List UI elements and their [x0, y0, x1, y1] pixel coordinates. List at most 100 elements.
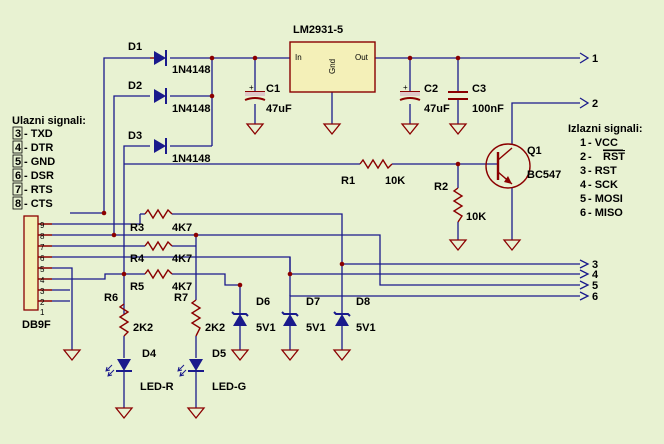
diode-d1: D1 1N4148 — [128, 41, 211, 76]
c3-value: 100nF — [472, 103, 504, 115]
d1-ref: D1 — [128, 41, 142, 53]
r7-value: 2K2 — [205, 322, 225, 334]
regulator-pin-in: In — [295, 53, 302, 62]
r4-value: 4K7 — [172, 253, 192, 265]
d7-ref: D7 — [306, 296, 320, 308]
input-label-dtr: - DTR — [24, 142, 53, 154]
d8-value: 5V1 — [356, 322, 376, 334]
resistor-r7: R7 2K2 — [174, 292, 225, 337]
diode-d2: D2 1N4148 — [128, 80, 211, 115]
resistor-r6: R6 2K2 — [104, 292, 153, 337]
zener-d7: D7 5V1 — [281, 296, 326, 334]
db9-pin-3: 3 — [40, 287, 45, 296]
resistor-r1: R1 10K — [341, 158, 405, 187]
d5-name: LED-G — [212, 381, 246, 393]
q1-part: BC547 — [527, 169, 561, 181]
connector-name: DB9F — [22, 319, 51, 331]
output-num-5: 5 — [580, 193, 586, 205]
input-num-6: 6 — [15, 170, 21, 182]
input-num-8: 8 — [15, 198, 21, 210]
output-num-2: 2 — [580, 151, 586, 163]
output-label-sck: - SCK — [588, 179, 618, 191]
output-num-1: 1 — [580, 137, 586, 149]
input-num-4: 4 — [15, 142, 22, 154]
output-label-miso: - MISO — [588, 207, 623, 219]
regulator-pin-gnd: Gnd — [328, 59, 337, 74]
outputs-title: Izlazni signali: — [568, 123, 643, 135]
zener-d8: D8 5V1 — [333, 296, 376, 334]
input-signals-legend: Ulazni signali: 3 - TXD 4 - DTR 5 - GND … — [12, 115, 86, 210]
r1-value: 10K — [385, 175, 405, 187]
r5-ref: R5 — [130, 281, 144, 293]
d7-value: 5V1 — [306, 322, 326, 334]
regulator-lm2931: LM2931-5 In Out Gnd — [289, 24, 376, 93]
d3-part: 1N4148 — [172, 153, 211, 165]
q1-ref: Q1 — [527, 145, 542, 157]
db9-pin-6: 6 — [40, 254, 45, 263]
d4-ref: D4 — [142, 348, 157, 360]
d6-value: 5V1 — [256, 322, 276, 334]
output-label-nrst: RST — [603, 151, 625, 163]
d2-part: 1N4148 — [172, 103, 211, 115]
d3-ref: D3 — [128, 130, 142, 142]
resistor-r3: R3 4K7 — [130, 208, 192, 234]
input-label-cts: - CTS — [24, 198, 53, 210]
regulator-pin-out: Out — [355, 53, 369, 62]
zener-d6: D6 5V1 — [231, 296, 276, 334]
input-label-gnd: - GND — [24, 156, 55, 168]
r3-value: 4K7 — [172, 222, 192, 234]
led-d4: D4 LED-R — [105, 348, 174, 393]
r5-value: 4K7 — [172, 281, 192, 293]
regulator-name: LM2931-5 — [293, 24, 343, 36]
d8-ref: D8 — [356, 296, 370, 308]
port-1: 1 — [592, 53, 598, 65]
r3-ref: R3 — [130, 222, 144, 234]
capacitor-c2: + C2 47uF — [399, 83, 450, 115]
c2-value: 47uF — [424, 103, 450, 115]
db9-pin-9: 9 — [40, 221, 45, 230]
port-5: 5 — [592, 280, 598, 292]
port-4: 4 — [592, 269, 599, 281]
output-label-mosi: - MOSI — [588, 193, 623, 205]
output-signals-legend: Izlazni signali: 1 - VCC 2 - RST 3 - RST… — [568, 123, 643, 219]
input-label-rts: - RTS — [24, 184, 53, 196]
resistor-r2: R2 10K — [434, 181, 486, 223]
db9-pin-8: 8 — [40, 232, 45, 241]
resistor-r5: R5 4K7 — [130, 268, 192, 293]
output-num-6: 6 — [580, 207, 586, 219]
input-num-5: 5 — [15, 156, 21, 168]
connector-db9f: 9 8 7 6 5 4 3 2 1 DB9F — [22, 215, 52, 331]
port-6: 6 — [592, 291, 598, 303]
r7-ref: R7 — [174, 292, 188, 304]
r6-ref: R6 — [104, 292, 118, 304]
d6-ref: D6 — [256, 296, 270, 308]
d1-part: 1N4148 — [172, 64, 211, 76]
input-num-7: 7 — [15, 184, 21, 196]
wires — [52, 57, 580, 408]
resistor-r4: R4 4K7 — [130, 240, 192, 265]
c1-value: 47uF — [266, 103, 292, 115]
input-num-3: 3 — [15, 128, 21, 140]
db9-pin-7: 7 — [40, 243, 45, 252]
svg-text:+: + — [249, 83, 254, 92]
d2-ref: D2 — [128, 80, 142, 92]
port-2: 2 — [592, 98, 598, 110]
input-label-dsr: - DSR — [24, 170, 54, 182]
d5-ref: D5 — [212, 348, 226, 360]
junctions — [101, 55, 461, 288]
db9-pin-5: 5 — [40, 265, 45, 274]
led-d5: D5 LED-G — [177, 348, 246, 393]
db9-pin-4: 4 — [40, 276, 45, 285]
svg-text:+: + — [403, 83, 408, 92]
diode-d3: D3 1N4148 — [128, 130, 211, 165]
r1-ref: R1 — [341, 175, 355, 187]
d4-name: LED-R — [140, 381, 174, 393]
c1-ref: C1 — [266, 83, 280, 95]
output-num-4: 4 — [580, 179, 587, 191]
inputs-title: Ulazni signali: — [12, 115, 86, 127]
r6-value: 2K2 — [133, 322, 153, 334]
r4-ref: R4 — [130, 253, 145, 265]
transistor-q1: Q1 BC547 — [485, 143, 561, 189]
